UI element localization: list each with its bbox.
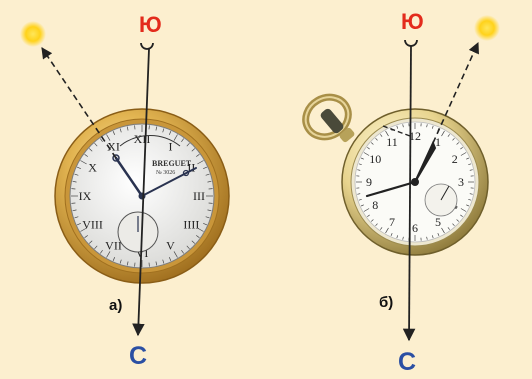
panel-a: XIIIIIIIIIIIIVVIVIIVIIIIXXXI BREGUET № 3… [20, 21, 229, 335]
dial-numeral: III [193, 189, 205, 203]
dial-numeral: 7 [389, 215, 395, 229]
dial-numeral: 10 [369, 152, 381, 166]
brand-sub: № 3026 [156, 170, 175, 176]
dial-numeral: X [88, 161, 97, 175]
dial-numeral: I [169, 140, 173, 154]
dial-numeral: 9 [366, 175, 372, 189]
north-label-b: С [398, 350, 416, 375]
dial-numeral: 5 [435, 215, 441, 229]
south-marker-b [405, 40, 417, 46]
dial-numeral: 11 [386, 135, 398, 149]
dial-numeral: IX [79, 189, 92, 203]
pocket-watch-b: 121234567891011 [298, 90, 488, 255]
south-marker-a [141, 43, 153, 49]
north-label-a: С [129, 344, 147, 369]
dial-numeral: 2 [452, 152, 458, 166]
dial-numeral: VIII [82, 218, 103, 232]
dial-numeral: 8 [372, 198, 378, 212]
dial-numeral: 6 [412, 221, 418, 235]
pocket-watch-a: XIIIIIIIIIIIIVVIVIIVIIIIXXXI BREGUET № 3… [55, 109, 229, 283]
sun-b-icon [474, 15, 500, 41]
panel-caption-b: б) [379, 295, 393, 310]
panel-caption-a: а) [109, 298, 122, 313]
sun-a-icon [20, 21, 46, 47]
brand-name: BREGUET [152, 159, 192, 168]
north-south-line-b [409, 46, 411, 340]
south-label-b: Ю [401, 11, 424, 33]
dial-numeral: IIII [183, 218, 199, 232]
dial-numeral: V [166, 238, 175, 252]
dial-numeral: 3 [458, 175, 464, 189]
dial-numeral: 1 [435, 135, 441, 149]
south-label-a: Ю [139, 14, 162, 36]
dial-numeral: VII [105, 238, 122, 252]
panel-b: 121234567891011 [298, 15, 500, 340]
dial-numeral: XII [134, 132, 151, 146]
